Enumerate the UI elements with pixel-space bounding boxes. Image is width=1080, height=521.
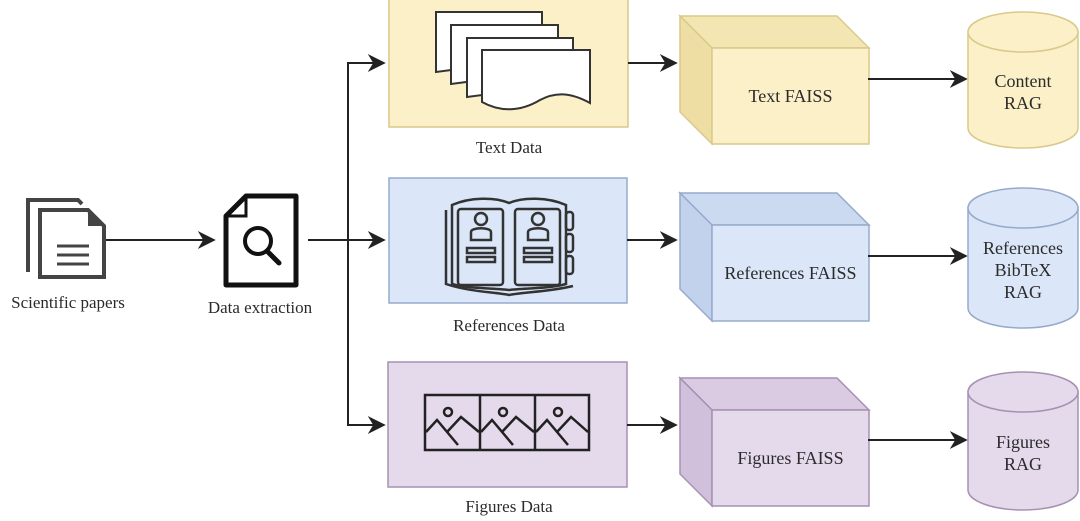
multiple-pages-icon [435, 11, 591, 111]
rag-label-line: Content [995, 71, 1052, 91]
image-icon [425, 406, 480, 446]
rag-label-line: References [983, 238, 1063, 258]
image-icon [535, 406, 589, 446]
figures-faiss-cube: Figures FAISS [678, 376, 871, 508]
cube-top-face [678, 15, 871, 49]
rag-label-line: RAG [1004, 282, 1042, 302]
faiss-label: References FAISS [724, 263, 856, 283]
cube-front-face [711, 47, 870, 145]
cylinder-body [967, 31, 1079, 149]
branch-connectors [308, 54, 386, 434]
references-faiss-cube: References FAISS [678, 191, 871, 323]
cylinder-top [967, 371, 1079, 413]
references-data-label: References Data [453, 316, 565, 335]
text-data-label: Text Data [475, 138, 543, 157]
cylinder-body [967, 391, 1079, 511]
faiss-label: Figures FAISS [737, 448, 843, 468]
rag-label-line: BibTeX [995, 260, 1052, 280]
cube-front-face [711, 224, 870, 322]
rag-label-line: Figures [996, 432, 1050, 452]
rag-label-line: RAG [1004, 454, 1042, 474]
image-gallery-icon [423, 393, 591, 452]
scientific-papers-label: Scientific papers [11, 293, 125, 312]
rag-label-line: RAG [1004, 93, 1042, 113]
documents-icon [26, 198, 106, 279]
document-search-icon [223, 193, 299, 288]
faiss-label: Text FAISS [749, 86, 833, 106]
address-book-icon [444, 197, 575, 297]
data-extraction-label: Data extraction [207, 298, 313, 317]
cube-top-face [678, 377, 871, 411]
cylinder-top [967, 187, 1079, 229]
cylinder-body [967, 207, 1079, 329]
cube-front-face [711, 409, 870, 507]
cylinder-top [967, 11, 1079, 53]
image-icon [480, 406, 535, 446]
text-faiss-cube: Text FAISS [678, 14, 871, 146]
references-data-box [388, 177, 628, 304]
figures-data-label: Figures Data [465, 497, 553, 516]
cube-top-face [678, 192, 871, 226]
